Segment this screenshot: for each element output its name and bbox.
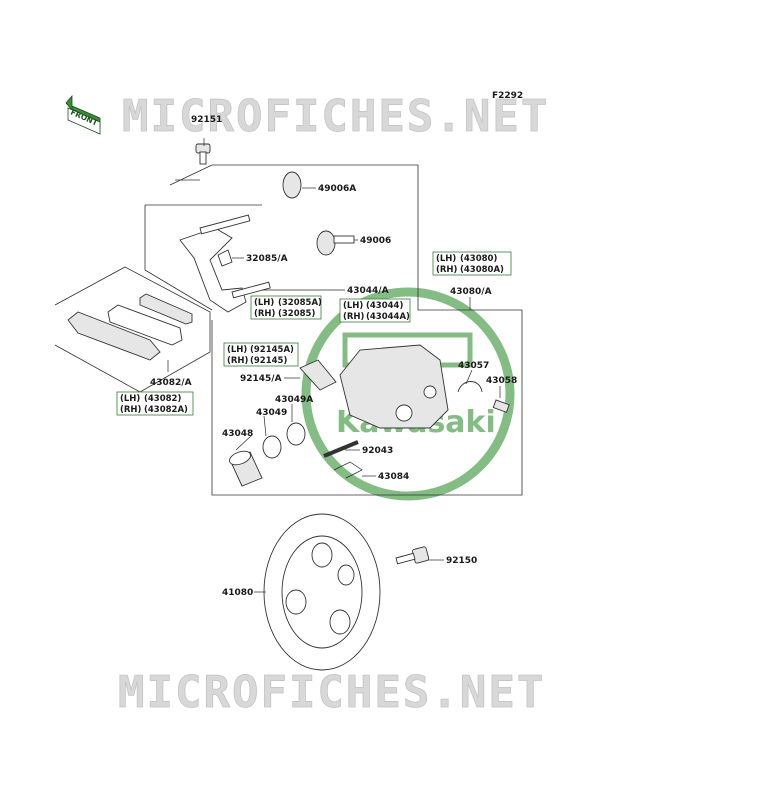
box-43082: (LH) (43082) (RH) (43082A)	[116, 391, 194, 416]
svg-text:(RH): (RH)	[227, 356, 249, 366]
part-caliper-body	[339, 344, 449, 429]
svg-text:(43082): (43082)	[144, 394, 181, 404]
svg-text:(RH): (RH)	[436, 265, 458, 275]
label-49006A: 49006A	[318, 184, 356, 194]
part-43044-caliper-bracket	[179, 214, 345, 313]
part-43058-bleeder	[492, 386, 510, 413]
svg-text:(92145A): (92145A)	[250, 345, 294, 355]
part-49006-boot	[316, 230, 358, 256]
svg-text:(LH): (LH)	[227, 345, 247, 355]
svg-text:(LH): (LH)	[343, 301, 363, 311]
assembly-frame	[54, 164, 523, 496]
part-43049-seal	[262, 415, 282, 459]
box-43080: (LH) (43080) (RH) (43080A)	[432, 251, 512, 276]
part-41080-brake-disc	[254, 513, 381, 671]
label-41080: 41080	[222, 588, 253, 598]
label-92145A: 92145/A	[240, 374, 282, 384]
label-43058: 43058	[486, 376, 517, 386]
svg-text:(LH): (LH)	[254, 298, 274, 308]
label-43049: 43049	[256, 408, 287, 418]
svg-text:(43044A): (43044A)	[366, 312, 410, 322]
svg-text:(32085): (32085)	[278, 309, 315, 319]
part-43084-clip	[333, 461, 376, 479]
part-49006A-boot	[282, 171, 316, 199]
svg-text:(RH): (RH)	[254, 309, 276, 319]
part-92145-pad-spring	[284, 359, 337, 391]
svg-text:(43080A): (43080A)	[460, 265, 504, 275]
label-43049A: 43049A	[275, 395, 313, 405]
svg-text:(43080): (43080)	[460, 254, 497, 264]
label-43057: 43057	[458, 361, 489, 371]
part-92043-pin	[323, 440, 360, 458]
svg-text:(RH): (RH)	[343, 312, 365, 322]
svg-text:(32085A): (32085A)	[278, 298, 322, 308]
label-43080A: 43080/A	[450, 287, 492, 297]
part-92150-disc-bolt	[395, 546, 444, 565]
figure-code: F2292	[492, 91, 523, 101]
label-49006: 49006	[360, 236, 391, 246]
label-43044A: 43044/A	[347, 286, 389, 296]
watermark-bottom: MICROFICHES.NET	[118, 667, 545, 718]
part-43048-piston	[229, 434, 263, 487]
box-43044: (LH) (43044) (RH) (43044A)	[339, 298, 411, 323]
label-32085A: 32085/A	[246, 254, 288, 264]
label-43048: 43048	[222, 429, 253, 439]
box-92145: (LH) (92145A) (RH) (92145)	[223, 342, 299, 367]
svg-text:(LH): (LH)	[436, 254, 456, 264]
label-92150: 92150	[446, 556, 477, 566]
svg-text:(LH): (LH)	[120, 394, 140, 404]
part-43057-banjo	[457, 369, 483, 393]
label-43084: 43084	[378, 472, 409, 482]
label-43082A: 43082/A	[150, 378, 192, 388]
svg-text:(43082A): (43082A)	[144, 405, 188, 415]
box-32085: (LH) (32085A) (RH) (32085)	[250, 295, 322, 320]
label-92043: 92043	[362, 446, 393, 456]
svg-text:(43044): (43044)	[366, 301, 403, 311]
part-43082-brake-pads	[67, 293, 193, 372]
part-32085-clip	[217, 249, 244, 267]
svg-text:(92145): (92145)	[250, 356, 287, 366]
part-92151-bolt	[195, 138, 211, 165]
watermark-top: MICROFICHES.NET	[122, 91, 549, 142]
part-43049A-seal	[286, 404, 306, 446]
label-92151: 92151	[191, 115, 222, 125]
svg-text:(RH): (RH)	[120, 405, 142, 415]
front-arrow-tag: FRONT	[65, 94, 101, 135]
